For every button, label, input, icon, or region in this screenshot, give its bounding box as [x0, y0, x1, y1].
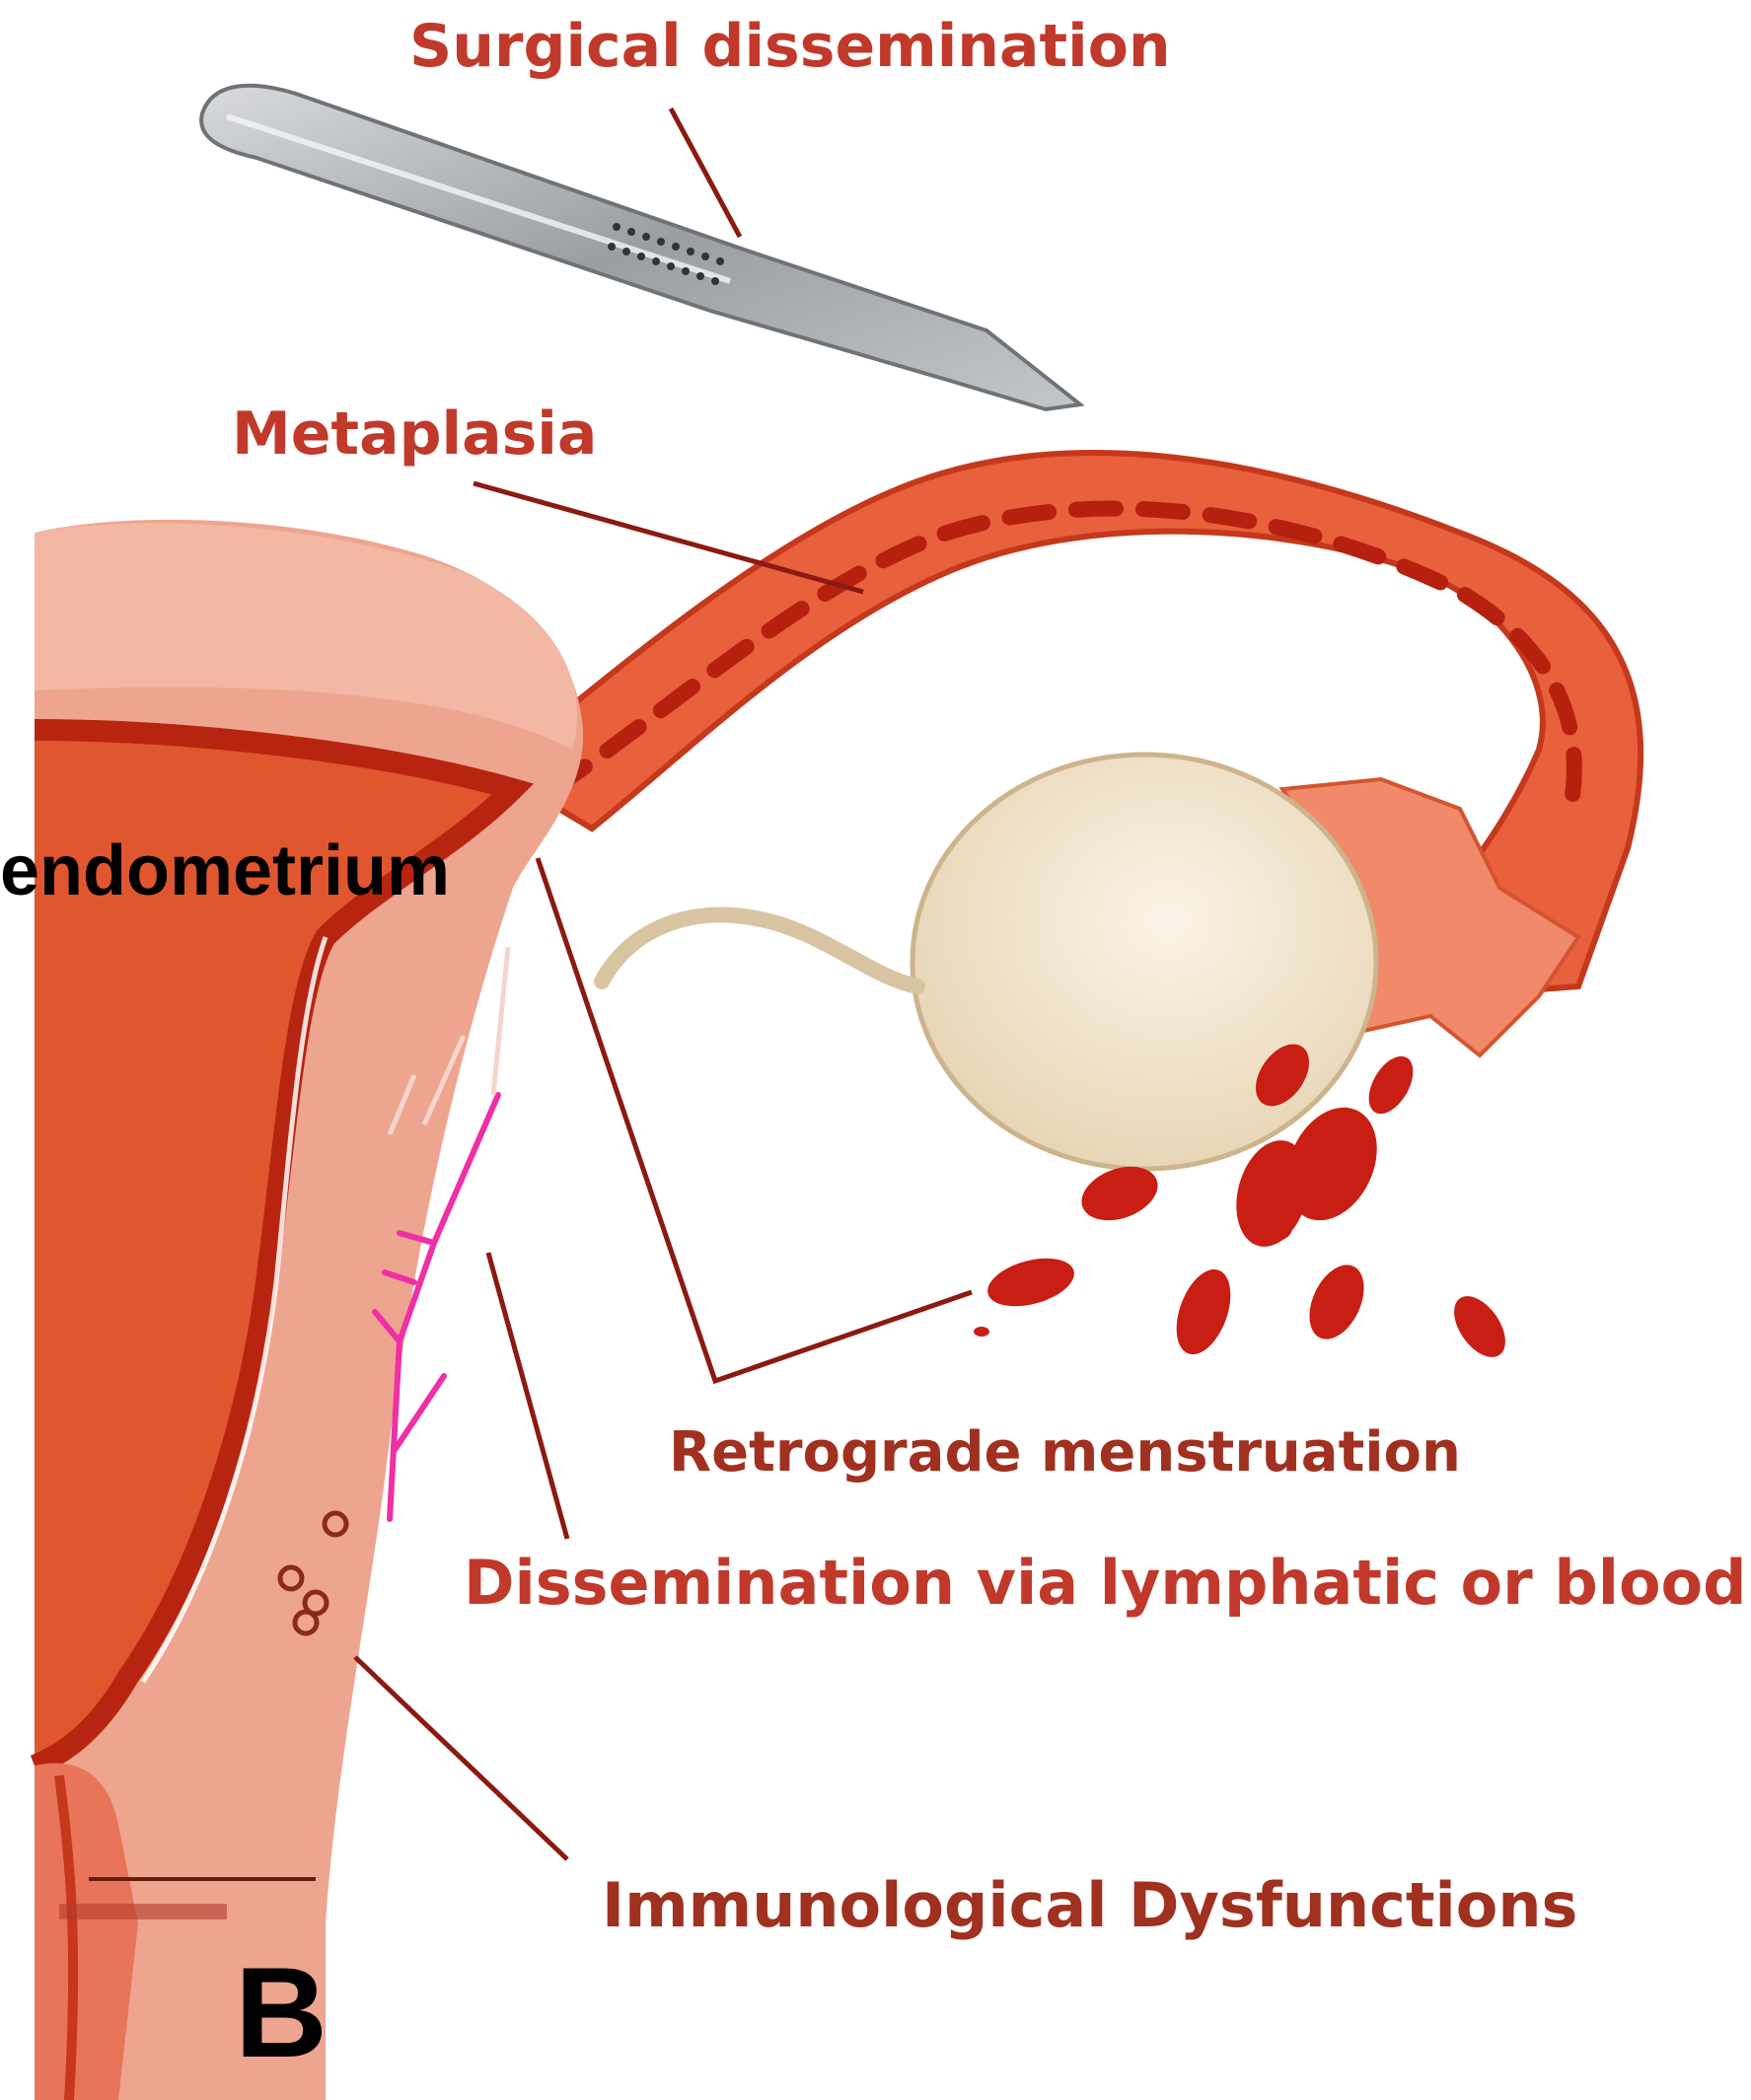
leader-surgical [671, 109, 740, 237]
label-immunological-dysfunctions: Immunological Dysfunctions [602, 1869, 1577, 1941]
leader-dissemination [488, 1253, 567, 1539]
leader-immunological [355, 1657, 567, 1859]
label-surgical-dissemination: Surgical dissemination [409, 12, 1171, 81]
panel-label: B [235, 1938, 328, 2086]
ovary [912, 755, 1376, 1169]
label-metaplasia: Metaplasia [232, 399, 597, 469]
leader-retrograde [538, 858, 972, 1381]
ovarian-ligament [602, 915, 917, 986]
label-retrograde-menstruation: Retrograde menstruation [669, 1420, 1461, 1484]
label-endometrium: endometrium [0, 831, 450, 911]
scalpel-icon [201, 86, 1080, 409]
label-dissemination: Dissemination via lymphatic or blood [464, 1547, 1747, 1619]
